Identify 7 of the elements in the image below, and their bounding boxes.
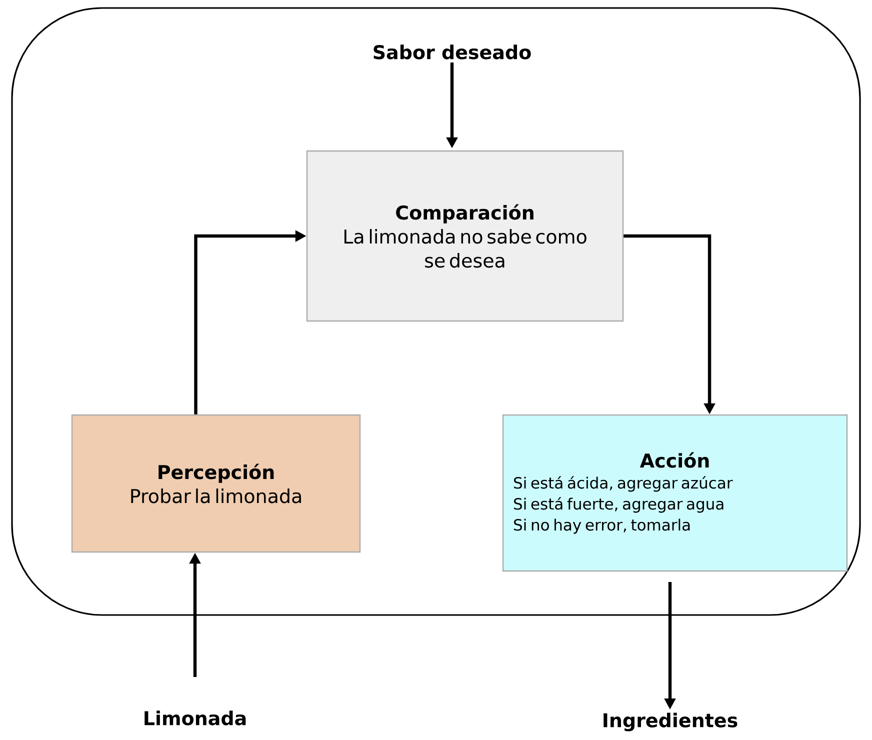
label-text: Limonada xyxy=(144,710,246,726)
label-text: Sabor deseado xyxy=(374,44,531,60)
rounded-frame xyxy=(11,7,861,616)
process-box: Comparación La limonada no sabe como se desea xyxy=(306,150,624,322)
process-box: Percepción Probar la limonada xyxy=(71,414,361,553)
process-box: Acción Si está ácida, agregar azúcar Si está fuerte, agregar agua Si no hay error, tomarla xyxy=(502,414,848,572)
label-text: Ingredientes xyxy=(604,712,738,732)
